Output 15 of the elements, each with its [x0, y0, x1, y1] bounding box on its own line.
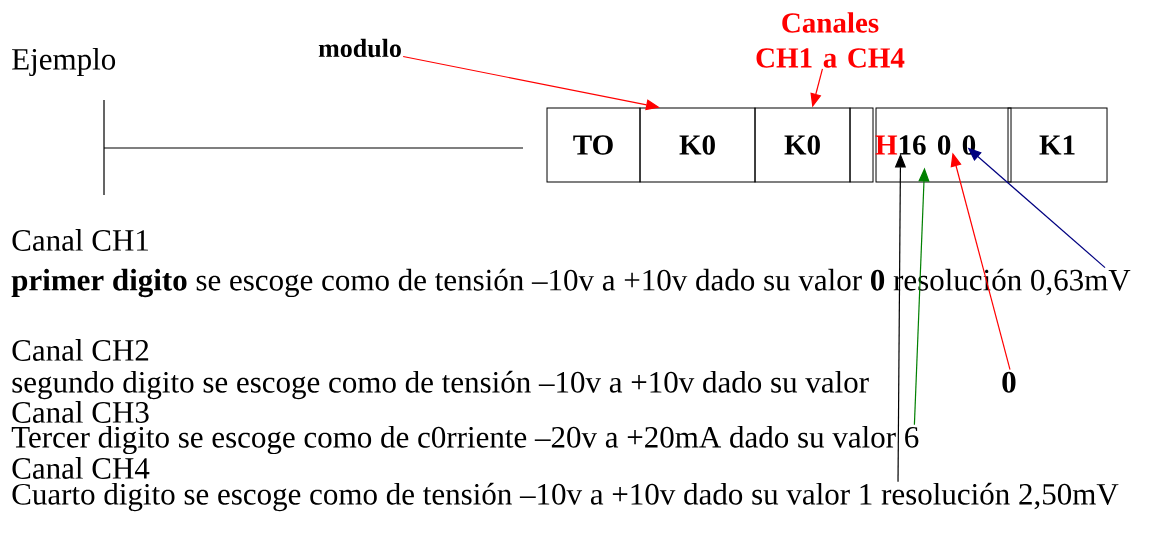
description-text: Tercer digito se escoge como de c0rriente –20v a +20mA dado su valor 6: [11, 425, 919, 455]
label-text: Canal CH1: [12, 229, 148, 251]
label-text: Canal CH4: [12, 457, 150, 479]
annotation-text: Canales CH1 a CH4: [756, 12, 905, 68]
instruction-cell: K1: [1007, 107, 1108, 183]
instruction-cell: K0: [754, 107, 851, 183]
description-text: segundo digito se escoge como de tensión –10v a +10v dado su valor 0: [12, 370, 1016, 400]
description-text: Cuarto digito se escoge como de tensión –10v a +10v dado su valor 1 resolución 2,50mV: [12, 482, 1119, 512]
annotation-text: modulo: [318, 38, 401, 58]
instruction-cell: K0: [639, 107, 756, 183]
instruction-cell: TO: [546, 107, 641, 183]
label-text: Ejemplo: [12, 47, 116, 77]
empty-cell: [849, 107, 874, 183]
label-text: Canal CH3: [12, 401, 149, 423]
label-text: Canal CH2: [12, 339, 149, 361]
